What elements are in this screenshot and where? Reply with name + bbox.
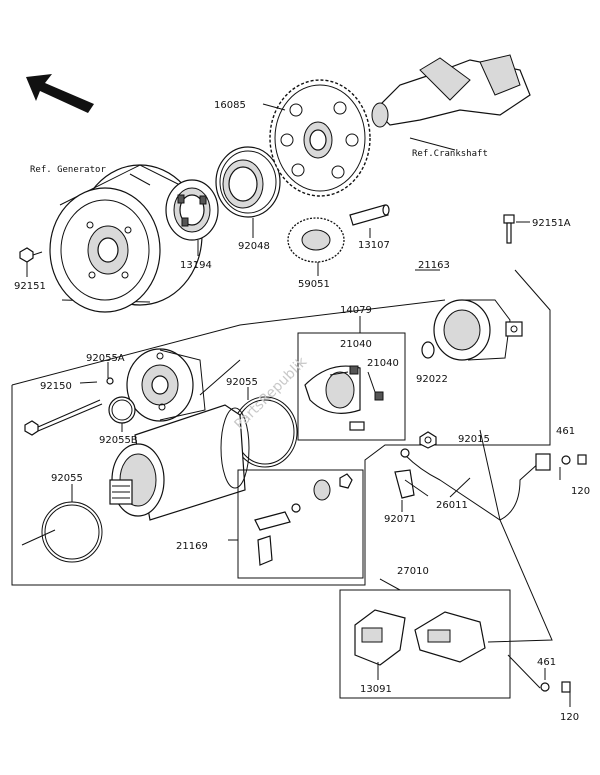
boot-92071 [394, 469, 415, 499]
label-92055a: 92055A [86, 353, 125, 364]
washer-92022 [421, 341, 435, 359]
terminal-bolt-lower [540, 681, 571, 693]
bolt-92151a [503, 214, 515, 244]
label-ref-generator: Ref. Generator [30, 165, 106, 175]
label-92015: 92015 [458, 434, 490, 445]
starter-end-cover [126, 348, 206, 422]
cover-21163 [433, 299, 523, 361]
label-21040-a: 21040 [340, 339, 372, 350]
label-26011: 26011 [436, 500, 468, 511]
label-92150: 92150 [40, 381, 72, 392]
starter-motor [109, 404, 250, 521]
label-120-upper: 120 [571, 486, 590, 497]
label-92151: 92151 [14, 281, 46, 292]
starter-gear-16085 [269, 79, 371, 197]
watermark: PartsRepublik [232, 354, 311, 433]
front-direction-arrow-icon [26, 74, 94, 113]
label-21163: 21163 [418, 260, 450, 271]
bolt-92150 [24, 399, 103, 436]
label-92055-left: 92055 [51, 473, 83, 484]
label-13107: 13107 [358, 240, 390, 251]
brush-holder-14079 [297, 332, 406, 441]
label-21040-b: 21040 [367, 358, 399, 369]
label-120-lower: 120 [560, 712, 579, 723]
terminal-bolt-upper [561, 454, 587, 465]
label-92055-right: 92055 [226, 377, 258, 388]
label-92151a: 92151A [532, 218, 571, 229]
label-92055b: 92055B [99, 435, 138, 446]
shaft-13107 [349, 204, 390, 226]
label-27010: 27010 [397, 566, 429, 577]
label-ref-crankshaft: Ref.Crankshaft [412, 149, 488, 159]
oring-92055a [106, 377, 114, 385]
idle-gear-59051 [287, 217, 345, 263]
label-92022: 92022 [416, 374, 448, 385]
clutch-gear-92048 [215, 146, 281, 218]
relay-box-27010 [339, 589, 511, 699]
label-21169: 21169 [176, 541, 208, 552]
one-way-clutch-13194 [165, 179, 219, 241]
nut-92015 [419, 431, 437, 449]
bolt-92151 [19, 247, 43, 263]
crankshaft [371, 54, 531, 128]
terminal-set-21169 [237, 469, 364, 579]
label-13091: 13091 [360, 684, 392, 695]
label-16085: 16085 [214, 100, 246, 111]
label-92071: 92071 [384, 514, 416, 525]
label-92048: 92048 [238, 241, 270, 252]
label-461-upper: 461 [556, 426, 575, 437]
label-461-lower: 461 [537, 657, 556, 668]
label-14079: 14079 [340, 305, 372, 316]
label-13194: 13194 [180, 260, 212, 271]
oring-92055b [108, 396, 136, 424]
cable-26011 [400, 448, 551, 521]
label-59051: 59051 [298, 279, 330, 290]
